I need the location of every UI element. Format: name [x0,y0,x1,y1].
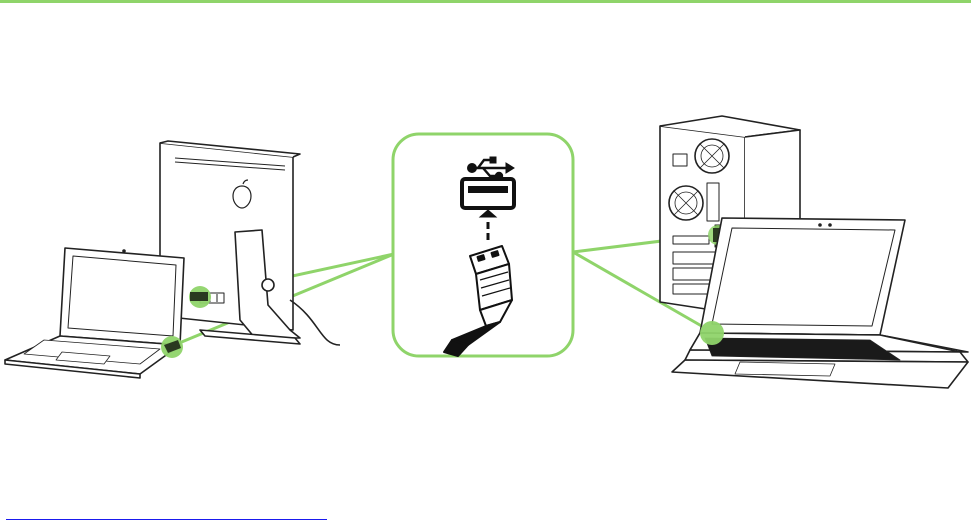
laptop-icon [5,248,184,378]
usb-callout [393,134,573,356]
imac-usb-plug-marker [190,292,208,301]
laptop-right-icon [672,218,968,388]
footer-link[interactable] [6,508,327,520]
usb-port-icon [462,179,514,208]
imac-icon [160,141,340,345]
laptop-right-usb-port-highlight [700,321,724,345]
